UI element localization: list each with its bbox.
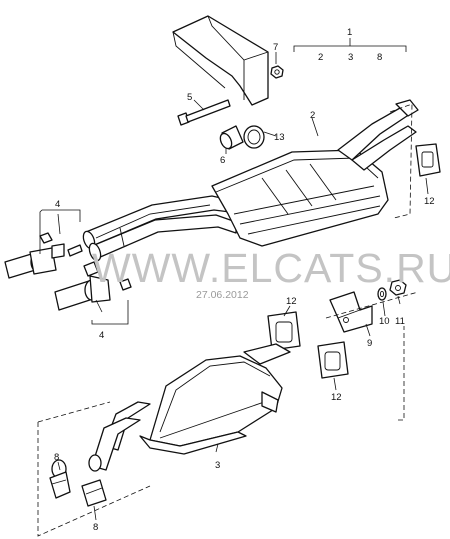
- group-member-3: 3: [348, 52, 353, 63]
- callout-13: 13: [274, 132, 285, 143]
- bracket-9: [329, 291, 373, 333]
- rear-silencer-3: [51, 343, 291, 479]
- rubber-hanger-12c: [317, 341, 349, 379]
- callout-3: 3: [215, 460, 220, 471]
- clamp-assembly-4: [4, 209, 132, 325]
- callout-9: 9: [367, 338, 372, 349]
- leader-lines: [57, 52, 429, 521]
- callout-12a: 12: [424, 196, 435, 207]
- rubber-hanger-12a: [415, 143, 441, 177]
- group-bracket-1: [293, 38, 407, 52]
- callout-11: 11: [395, 316, 405, 327]
- callout-4a: 4: [55, 199, 60, 210]
- watermark-site: WWW.ELCATS.RU: [92, 245, 450, 291]
- group-member-2: 2: [318, 52, 323, 63]
- tail-clamp-8b: [81, 479, 107, 507]
- callout-8b: 8: [93, 522, 98, 533]
- callout-5: 5: [187, 92, 192, 103]
- watermark-date: 27.06.2012: [196, 289, 249, 301]
- rubber-mount-6: [219, 125, 244, 150]
- callout-10: 10: [379, 316, 390, 327]
- tail-clamp-8a: [49, 471, 71, 499]
- callout-6: 6: [220, 155, 225, 166]
- callout-2: 2: [310, 110, 315, 121]
- bolt-5: [177, 99, 231, 126]
- seal-ring-13: [243, 125, 265, 149]
- callout-8a: 8: [54, 452, 59, 463]
- body-bracket: [172, 15, 269, 106]
- callout-12b: 12: [286, 296, 297, 307]
- washer-10: [377, 287, 387, 301]
- callout-labels: 1 2 3 8 7 5 6 13 2 12 4 4 12 9 10 11 12 …: [54, 27, 435, 533]
- rubber-hanger-12b: [267, 311, 301, 351]
- callout-7: 7: [273, 42, 278, 53]
- front-silencer-2: [82, 99, 419, 262]
- nut-11: [389, 279, 407, 296]
- group-member-8: 8: [377, 52, 382, 63]
- nut-7: [270, 65, 284, 79]
- group-label-1: 1: [347, 27, 352, 38]
- callout-12c: 12: [331, 392, 342, 403]
- callout-4b: 4: [99, 330, 104, 341]
